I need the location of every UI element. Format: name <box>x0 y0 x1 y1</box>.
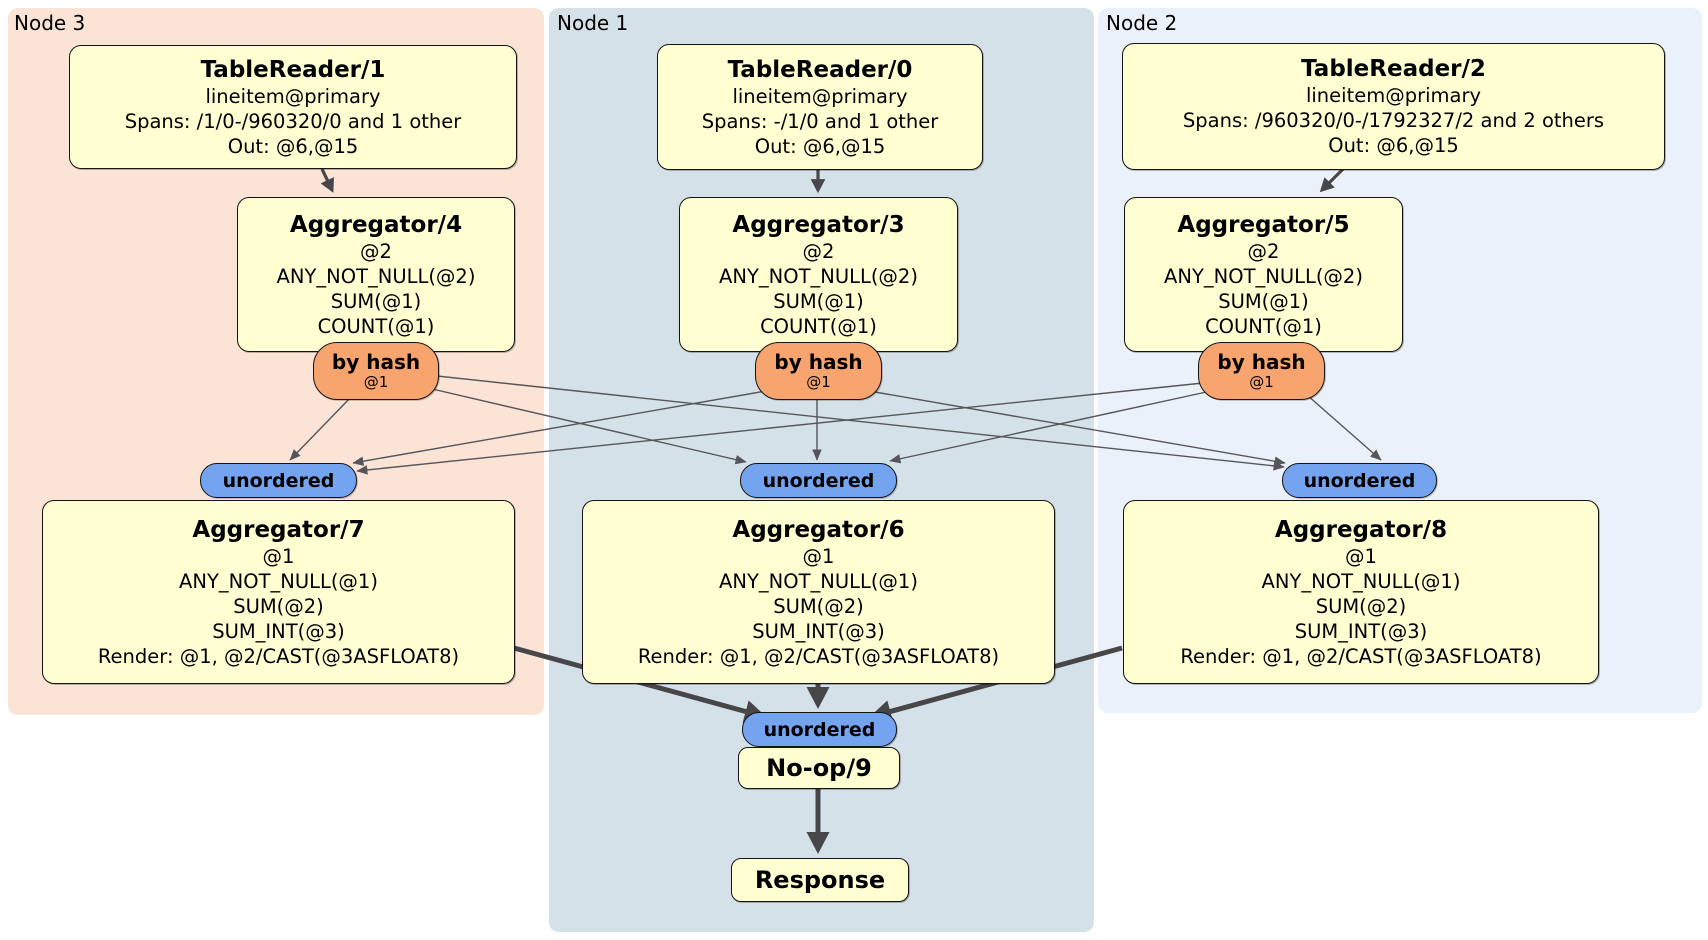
aggregator-7-box: Aggregator/7 @1 ANY_NOT_NULL(@1) SUM(@2)… <box>42 500 515 684</box>
aggregator-4-box: Aggregator/4 @2 ANY_NOT_NULL(@2) SUM(@1)… <box>237 197 515 352</box>
aggregator-5-box: Aggregator/5 @2 ANY_NOT_NULL(@2) SUM(@1)… <box>1124 197 1403 352</box>
node1-label: Node 1 <box>557 11 629 35</box>
node3-label: Node 3 <box>14 11 86 35</box>
unordered-oval-6: unordered <box>740 463 897 498</box>
tablereader-1-box: TableReader/1 lineitem@primary Spans: /1… <box>69 45 517 169</box>
aggregator-6-box: Aggregator/6 @1 ANY_NOT_NULL(@1) SUM(@2)… <box>582 500 1055 684</box>
tablereader-0-box: TableReader/0 lineitem@primary Spans: -/… <box>657 44 983 170</box>
unordered-oval-7: unordered <box>200 463 357 498</box>
byhash-oval-5: by hash @1 <box>1198 342 1325 400</box>
edge-tr-to-agg <box>320 167 1345 194</box>
box-title: TableReader/1 <box>200 56 386 83</box>
box-title: TableReader/2 <box>1301 56 1486 82</box>
edge-byhash-to-unordered <box>289 375 1382 475</box>
response-box: Response <box>731 858 909 902</box>
tablereader-2-box: TableReader/2 lineitem@primary Spans: /9… <box>1122 43 1665 170</box>
unordered-oval-final: unordered <box>742 712 897 747</box>
box-title: TableReader/0 <box>727 56 913 83</box>
noop-9-box: No-op/9 <box>738 747 900 789</box>
aggregator-8-box: Aggregator/8 @1 ANY_NOT_NULL(@1) SUM(@2)… <box>1123 500 1599 684</box>
aggregator-3-box: Aggregator/3 @2 ANY_NOT_NULL(@2) SUM(@1)… <box>679 197 958 352</box>
node2-label: Node 2 <box>1106 11 1178 35</box>
byhash-oval-3: by hash @1 <box>755 342 882 400</box>
byhash-oval-4: by hash @1 <box>313 342 439 400</box>
unordered-oval-8: unordered <box>1282 463 1437 498</box>
